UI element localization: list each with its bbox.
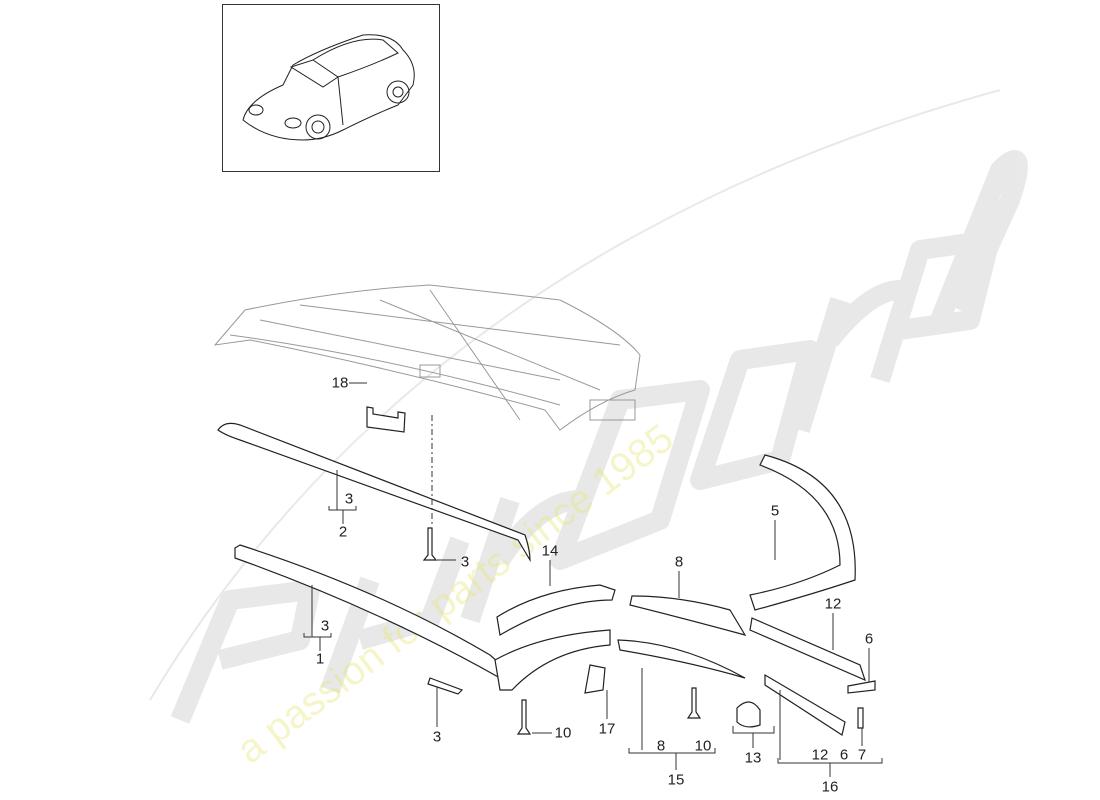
part-5-seal: [749, 454, 856, 611]
callout-8[interactable]: 8: [656, 737, 666, 755]
callout-3[interactable]: 3: [320, 617, 330, 635]
callout-10[interactable]: 10: [554, 724, 572, 742]
callout-14[interactable]: 14: [541, 542, 559, 560]
part-14-rail: [496, 584, 616, 636]
callout-6[interactable]: 6: [864, 630, 874, 648]
part-12-trim: [749, 617, 866, 682]
part-3-screw: [422, 527, 438, 561]
part-10-screw: [516, 699, 532, 735]
car-icon: [242, 34, 415, 141]
part-2-strip: [217, 422, 531, 563]
part-8-cover: [629, 595, 747, 636]
part-10-screw-b: [686, 687, 702, 719]
part-7-pin: [857, 707, 864, 729]
part-14-lower: [494, 629, 611, 691]
callout-6[interactable]: 6: [839, 746, 849, 764]
part-13-clips: [736, 701, 761, 728]
callout-18[interactable]: 18: [331, 374, 349, 392]
part-12-seal: [764, 673, 846, 736]
part-18-bracket: [366, 406, 406, 433]
part-6-clip: [847, 680, 876, 694]
part-3-screw-b: [427, 677, 464, 695]
callout-2[interactable]: 2: [338, 523, 348, 541]
callout-12[interactable]: 12: [824, 595, 842, 613]
callout-3[interactable]: 3: [432, 728, 442, 746]
callout-7[interactable]: 7: [857, 746, 867, 764]
vehicle-thumbnail: [222, 4, 440, 172]
callout-5[interactable]: 5: [770, 502, 780, 520]
top-frame: [213, 284, 641, 431]
callout-15[interactable]: 15: [667, 771, 685, 789]
callout-10[interactable]: 10: [694, 737, 712, 755]
callout-12[interactable]: 12: [811, 746, 829, 764]
callout-16[interactable]: 16: [821, 778, 839, 796]
callout-1[interactable]: 1: [315, 650, 325, 668]
callout-3[interactable]: 3: [460, 553, 470, 571]
callout-8[interactable]: 8: [674, 553, 684, 571]
callout-3[interactable]: 3: [344, 490, 354, 508]
part-8-seal: [617, 639, 746, 679]
callout-13[interactable]: 13: [744, 749, 762, 767]
callout-17[interactable]: 17: [598, 720, 616, 738]
part-17-clip: [584, 664, 606, 694]
svg-text:a passion for parts since 1985: a passion for parts since 1985: [229, 416, 682, 772]
